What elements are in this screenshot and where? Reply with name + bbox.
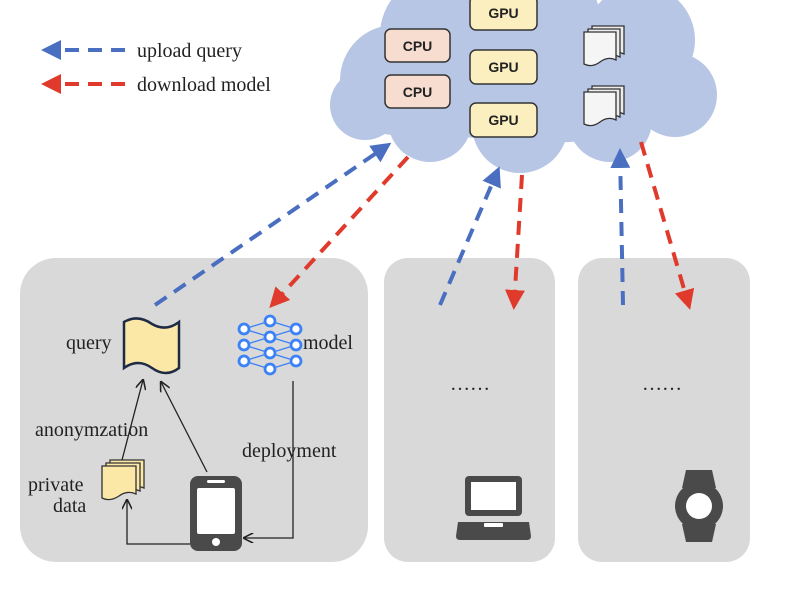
- upload-arrow-client3: [610, 148, 631, 306]
- cpu-chip: CPU: [384, 28, 451, 63]
- gpu-chip: GPU: [469, 49, 538, 85]
- upload-arrows: [153, 142, 631, 307]
- gpu-label: GPU: [488, 5, 518, 21]
- laptop-icon: [456, 476, 531, 540]
- cloud-server: CPU CPU GPU GPU GPU: [330, 0, 717, 173]
- anonymization-arrow: [121, 380, 143, 461]
- download-arrow-client3: [639, 141, 695, 310]
- gpu-chip: GPU: [469, 0, 538, 31]
- deployment-arrow: [244, 381, 294, 538]
- upload-arrow-client1: [153, 142, 392, 307]
- data-label: data: [53, 495, 86, 517]
- gpu-label: GPU: [488, 59, 518, 75]
- legend-download-label: download model: [137, 74, 271, 96]
- smartwatch-icon: [675, 470, 723, 542]
- query-document-icon: [122, 317, 181, 375]
- ellipsis-text: ……: [450, 373, 490, 395]
- model-label: model: [303, 332, 353, 354]
- gpu-label: GPU: [488, 112, 518, 128]
- local-flow-arrows: [121, 380, 294, 545]
- private-label: private: [28, 474, 84, 496]
- client-panel-laptop: [384, 258, 555, 562]
- gpu-chip: GPU: [469, 102, 538, 138]
- document-stack-icon: [101, 459, 145, 501]
- smartphone-icon: [190, 476, 242, 551]
- client-panel-watch: [578, 258, 750, 562]
- neural-network-icon: [237, 314, 303, 376]
- document-stack-icon: [583, 25, 625, 67]
- ellipsis-text: ……: [642, 373, 682, 395]
- query-label: query: [66, 332, 112, 354]
- deployment-label: deployment: [242, 440, 337, 462]
- download-arrows: [269, 141, 695, 310]
- download-arrow-client1: [269, 155, 410, 308]
- cpu-label: CPU: [403, 38, 433, 54]
- document-stack-icon: [583, 85, 625, 127]
- legend-upload-label: upload query: [137, 40, 242, 62]
- anonymization-label: anonymzation: [35, 419, 148, 441]
- upload-arrow-client2: [438, 166, 501, 306]
- phone-to-query-arrow: [161, 382, 208, 473]
- cpu-label: CPU: [403, 84, 433, 100]
- legend: upload query download model: [41, 40, 271, 96]
- cpu-chip: CPU: [384, 74, 451, 109]
- phone-to-private-data-arrow: [127, 500, 190, 545]
